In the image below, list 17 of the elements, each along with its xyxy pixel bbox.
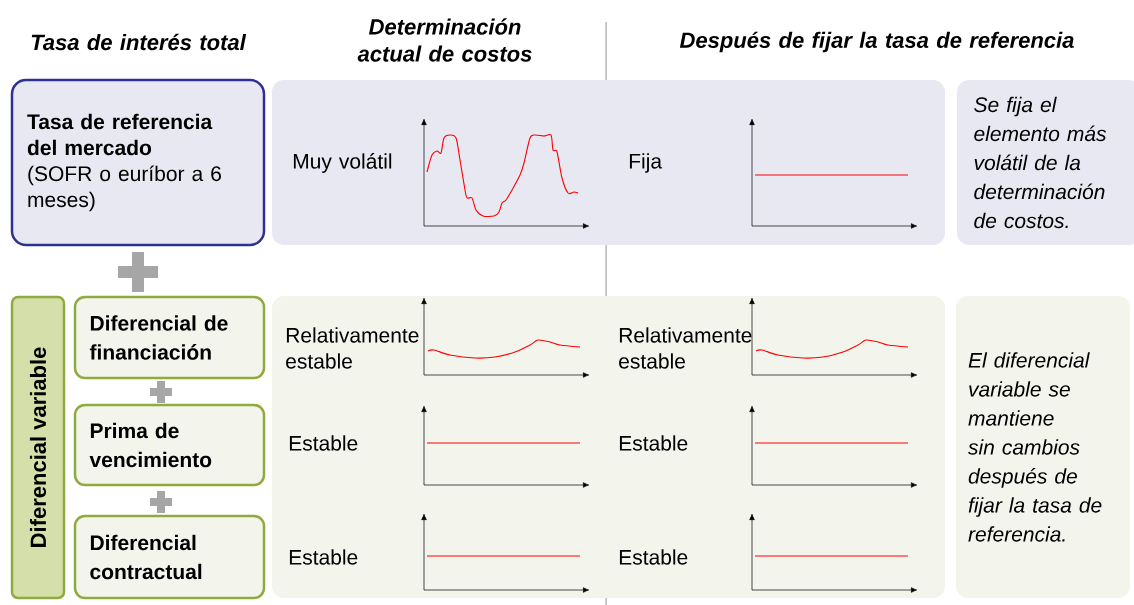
column-heading: Tasa de interés total <box>31 33 247 51</box>
component-box: Diferencial contractual <box>73 514 266 600</box>
component-box: Prima de vencimiento <box>73 403 266 487</box>
note-panel: Se fija el elemento más volátil de la determinación de costos. <box>957 80 1134 245</box>
rating-text: Muy volátil <box>293 153 392 173</box>
rating-text: Estable <box>289 435 358 451</box>
spread-band: Diferencial variable <box>10 295 66 600</box>
component-box: Diferencial de financiación <box>73 295 266 380</box>
reference-rate-box: Tasa de referencia del mercado (SOFR o euríbor a 6 meses) <box>10 78 266 247</box>
rating-text: Relativamente estable <box>619 327 752 369</box>
rating-text: Estable <box>619 435 688 451</box>
rating-text: Estable <box>289 549 358 565</box>
column-heading: Después de fijar la tasa de referencia <box>679 31 1074 53</box>
rating-text: Relativamente estable <box>286 327 419 369</box>
note-panel: El diferencial variable se mantiene sin cambios después de fijar la tasa de referencia. <box>956 296 1130 598</box>
rating-text: Estable <box>619 549 688 565</box>
rating-text: Fija <box>629 153 663 173</box>
